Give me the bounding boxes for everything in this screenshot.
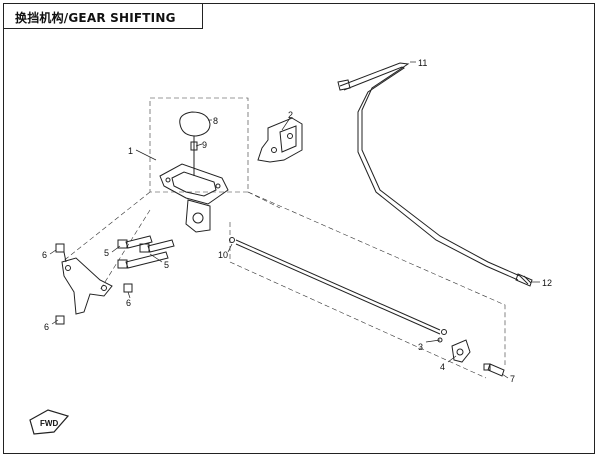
callout-6a: 6 xyxy=(42,250,47,260)
callout-1: 1 xyxy=(128,146,133,156)
callout-10: 10 xyxy=(218,250,228,260)
callout-5b: 5 xyxy=(164,260,169,270)
callout-6b: 6 xyxy=(126,298,131,308)
callout-8: 8 xyxy=(213,116,218,126)
callout-6c: 6 xyxy=(44,322,49,332)
shift-rod xyxy=(229,237,447,335)
callout-3: 3 xyxy=(418,342,423,352)
leader-lines xyxy=(49,61,540,379)
callout-7: 7 xyxy=(510,374,515,384)
diagram-frame xyxy=(3,3,595,454)
rod-end xyxy=(437,337,505,377)
bracket xyxy=(257,117,303,163)
title-box: 换挡机构/GEAR SHIFTING xyxy=(3,3,203,29)
callout-5a: 5 xyxy=(104,248,109,258)
callout-12: 12 xyxy=(542,278,552,288)
page-title: 换挡机构/GEAR SHIFTING xyxy=(15,11,176,25)
callout-2: 2 xyxy=(288,110,293,120)
callout-9: 9 xyxy=(202,140,207,150)
callout-11: 11 xyxy=(418,58,427,68)
shifter-body xyxy=(159,150,229,233)
callouts: 1 2 3 4 5 5 6 6 6 7 8 9 10 11 12 xyxy=(42,58,552,384)
callout-4: 4 xyxy=(440,362,445,372)
bolts xyxy=(117,235,175,269)
lower-bracket xyxy=(55,243,133,325)
fwd-arrow-icon: FWD xyxy=(29,409,70,435)
fwd-label: FWD xyxy=(40,419,58,428)
shift-cable xyxy=(337,62,533,287)
assembly-outline xyxy=(61,97,506,379)
